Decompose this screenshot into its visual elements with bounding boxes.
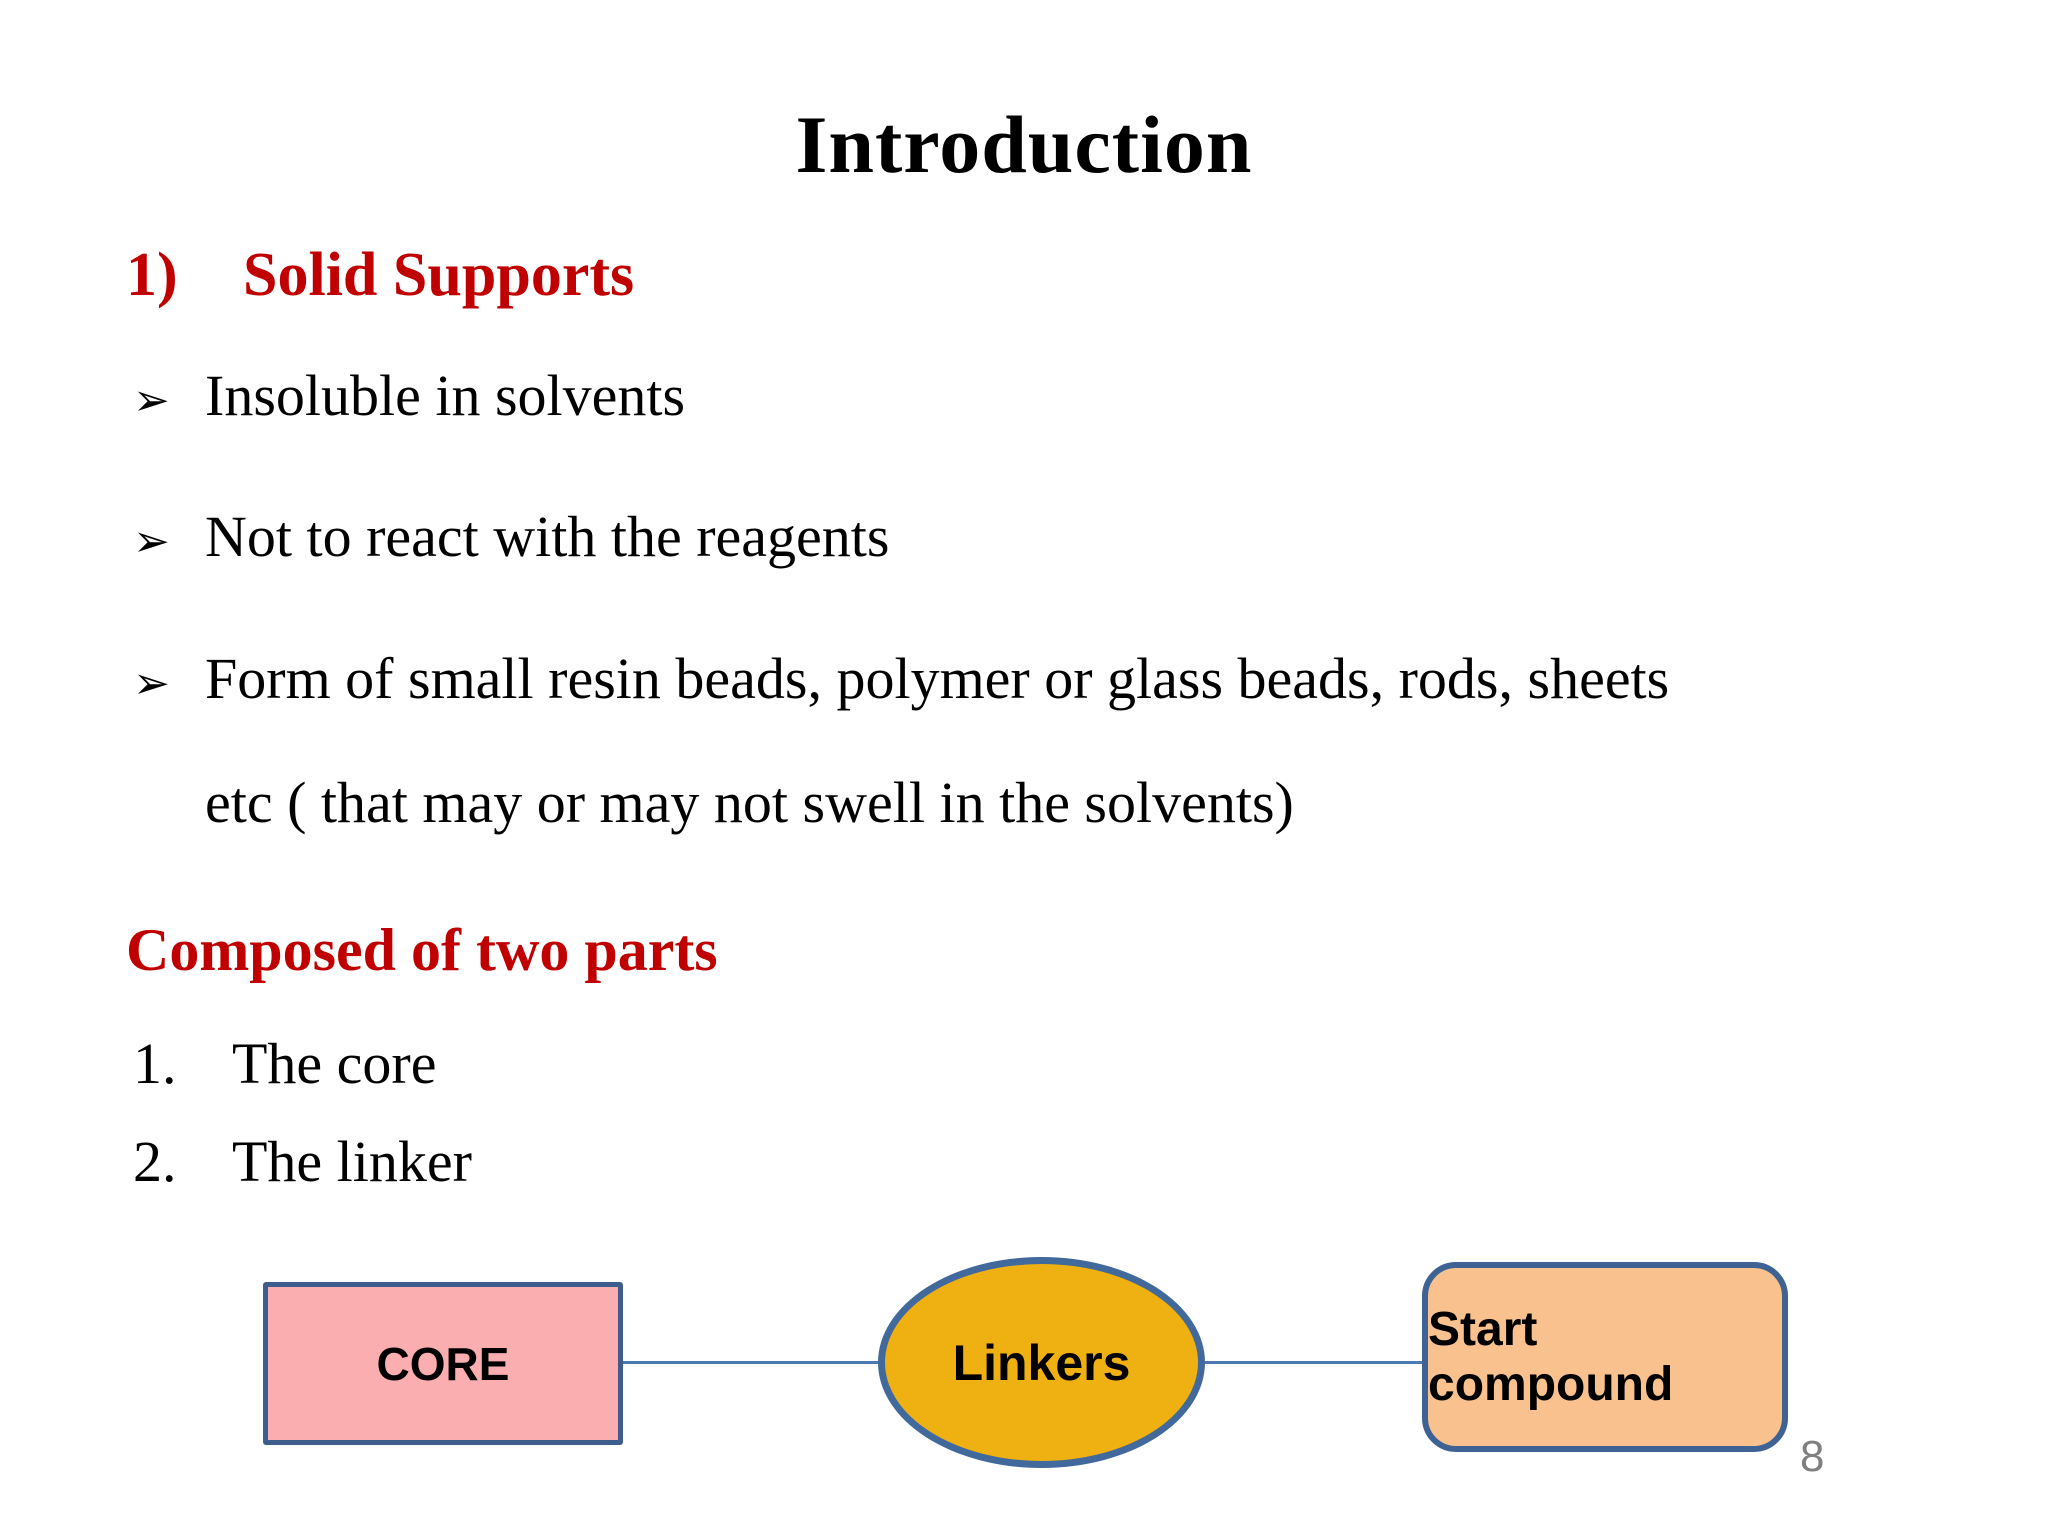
connector-line-core-linkers — [620, 1361, 880, 1364]
section-heading-text: Solid Supports — [243, 241, 635, 309]
diagram-core-box: CORE — [263, 1282, 623, 1445]
bullet-item-not-react: ➢ Not to react with the reagents — [133, 503, 889, 570]
diagram-linkers-ellipse: Linkers — [878, 1257, 1205, 1468]
arrow-bullet-icon: ➢ — [133, 658, 170, 709]
slide-title: Introduction — [795, 99, 1253, 190]
list-number: 1. — [133, 1031, 177, 1096]
arrow-bullet-icon: ➢ — [133, 516, 170, 567]
list-number: 2. — [133, 1129, 177, 1194]
bullet-text: Insoluble in solvents — [205, 363, 686, 428]
numbered-item-linker: 2. The linker — [133, 1128, 472, 1195]
section-heading-solid-supports: 1) Solid Supports — [126, 240, 634, 311]
linkers-label: Linkers — [952, 1334, 1131, 1391]
section-heading-composed: Composed of two parts — [126, 917, 718, 983]
connector-line-linkers-start — [1203, 1361, 1425, 1364]
list-text: The linker — [232, 1129, 472, 1194]
list-text: The core — [232, 1031, 437, 1096]
start-compound-label: Start compound — [1428, 1303, 1674, 1411]
arrow-bullet-icon: ➢ — [133, 375, 170, 426]
numbered-item-core: 1. The core — [133, 1030, 436, 1097]
bullet-item-form-of-beads: ➢ Form of small resin beads, polymer or g… — [133, 645, 1669, 712]
bullet-text-continuation: etc ( that may or may not swell in the s… — [205, 770, 1294, 835]
section-heading-number: 1) — [126, 241, 178, 309]
core-label: CORE — [376, 1337, 510, 1390]
bullet-item-insoluble: ➢ Insoluble in solvents — [133, 362, 685, 429]
page-number: 8 — [1800, 1432, 1825, 1481]
bullet-text: Form of small resin beads, polymer or gl… — [205, 646, 1670, 711]
diagram-start-compound-box: Start compound — [1422, 1262, 1788, 1452]
bullet-text: Not to react with the reagents — [205, 504, 890, 569]
